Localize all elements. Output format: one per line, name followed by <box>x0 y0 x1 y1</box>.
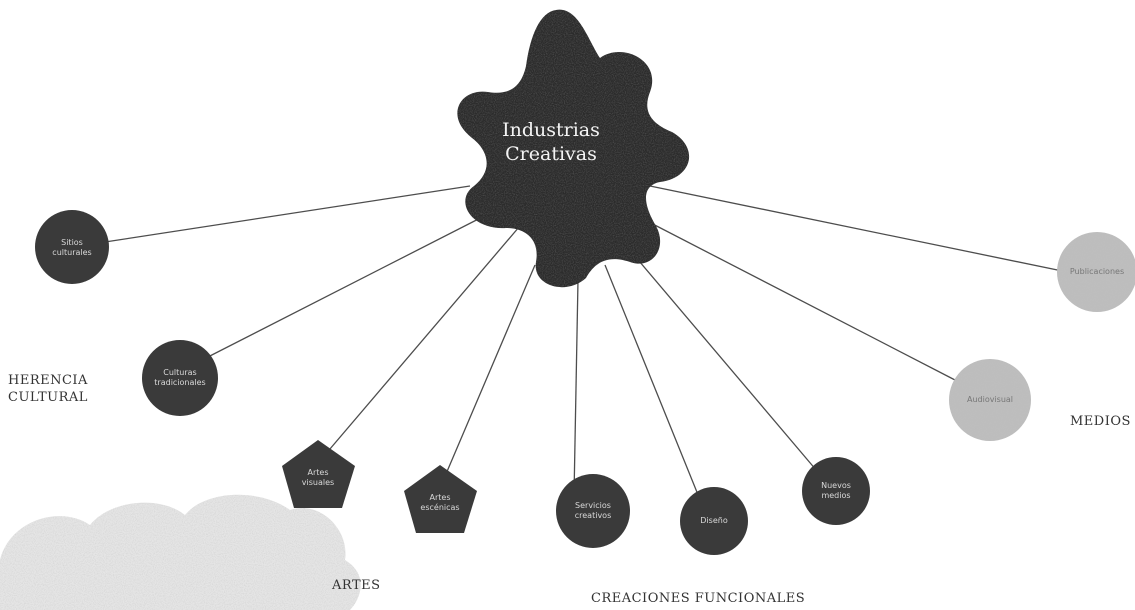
node-label-publicaciones: Publicaciones <box>1065 267 1129 277</box>
connector-culturas <box>201 207 501 361</box>
group-label-line: HERENCIA <box>8 373 88 388</box>
connector-artes-visuales <box>317 219 526 464</box>
connector-artes-escenicas <box>439 264 536 489</box>
connector-nuevos-medios <box>627 247 829 485</box>
connector-publicaciones <box>649 185 1073 274</box>
node-label-line: Audiovisual <box>966 395 1014 404</box>
node-label-line: visuales <box>301 478 335 487</box>
node-label-audiovisual: Audiovisual <box>958 395 1022 405</box>
node-label-line: culturales <box>52 248 92 257</box>
node-label-line: Artes <box>429 493 451 502</box>
node-label-line: creativos <box>574 511 612 520</box>
node-label-servicios-creativos: Servicios creativos <box>561 501 625 521</box>
node-label-artes-escenicas: Artes escénicas <box>408 493 472 513</box>
connector-servicios <box>573 279 579 497</box>
node-nuevos-medios <box>802 457 870 525</box>
central-node <box>457 9 690 288</box>
connector-sitios <box>104 185 471 243</box>
node-label-diseno: Diseño <box>682 516 746 526</box>
connector-audiovisual <box>644 219 956 381</box>
node-label-line: Diseño <box>700 516 728 525</box>
connector-lines <box>104 185 1073 513</box>
group-label-medios: MEDIOS <box>1070 414 1131 429</box>
node-label-line: Sitios <box>61 238 83 247</box>
node-diseno <box>680 487 748 555</box>
node-label-line: Artes <box>307 468 329 477</box>
node-culturas-tradicionales <box>142 340 218 416</box>
group-label-herencia-cultural: HERENCIA CULTURAL <box>8 372 88 406</box>
node-label-line: Culturas <box>163 368 197 377</box>
node-label-line: Servicios <box>575 501 611 510</box>
central-title: Industrias Creativas <box>476 118 626 166</box>
node-label-line: escénicas <box>420 503 460 512</box>
node-label-nuevos-medios: Nuevos medios <box>804 481 868 501</box>
node-label-line: medios <box>821 491 851 500</box>
group-label-artes: ARTES <box>332 578 381 593</box>
node-artes-escenicas <box>404 465 477 533</box>
node-label-sitios-culturales: Sitios culturales <box>40 238 104 258</box>
node-artes-visuales <box>282 440 355 508</box>
connector-diseno <box>604 264 706 513</box>
node-label-line: Publicaciones <box>1069 267 1125 276</box>
node-servicios-creativos <box>556 474 630 548</box>
node-label-culturas-tradicionales: Culturas tradicionales <box>148 368 212 388</box>
central-title-line2: Creativas <box>505 143 597 165</box>
node-label-artes-visuales: Artes visuales <box>286 468 350 488</box>
central-title-line1: Industrias <box>502 119 600 141</box>
node-sitios-culturales <box>35 210 109 284</box>
node-label-line: tradicionales <box>154 378 206 387</box>
group-label-line: CULTURAL <box>8 390 88 405</box>
texture-cloud-decoration <box>0 494 361 610</box>
node-label-line: Nuevos <box>821 481 851 490</box>
group-label-creaciones-funcionales: CREACIONES FUNCIONALES <box>591 591 806 606</box>
